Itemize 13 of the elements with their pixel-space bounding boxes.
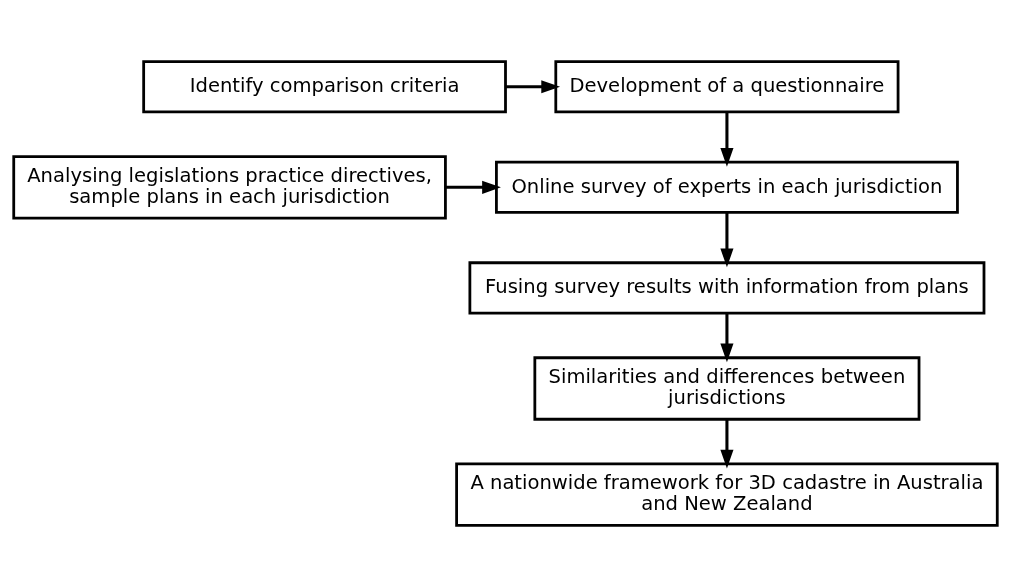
node-box: Analysing legislations practice directives, sample plans in each jurisdiction <box>12 155 447 220</box>
node-box: Fusing survey results with information from plans <box>468 261 986 315</box>
arrow <box>445 180 501 194</box>
arrow <box>720 419 734 469</box>
arrow <box>720 212 734 268</box>
node-box: Development of a questionnaire <box>554 60 900 114</box>
arrow <box>505 80 561 94</box>
arrow <box>720 112 734 167</box>
node-box: A nationwide framework for 3D cadastre in Australia and New Zealand <box>455 462 999 527</box>
node-box: Similarities and differences between jurisdictions <box>533 356 921 421</box>
arrow <box>720 313 734 363</box>
node-box: Identify comparison criteria <box>142 60 507 114</box>
node-box: Online survey of experts in each jurisdiction <box>495 160 959 214</box>
